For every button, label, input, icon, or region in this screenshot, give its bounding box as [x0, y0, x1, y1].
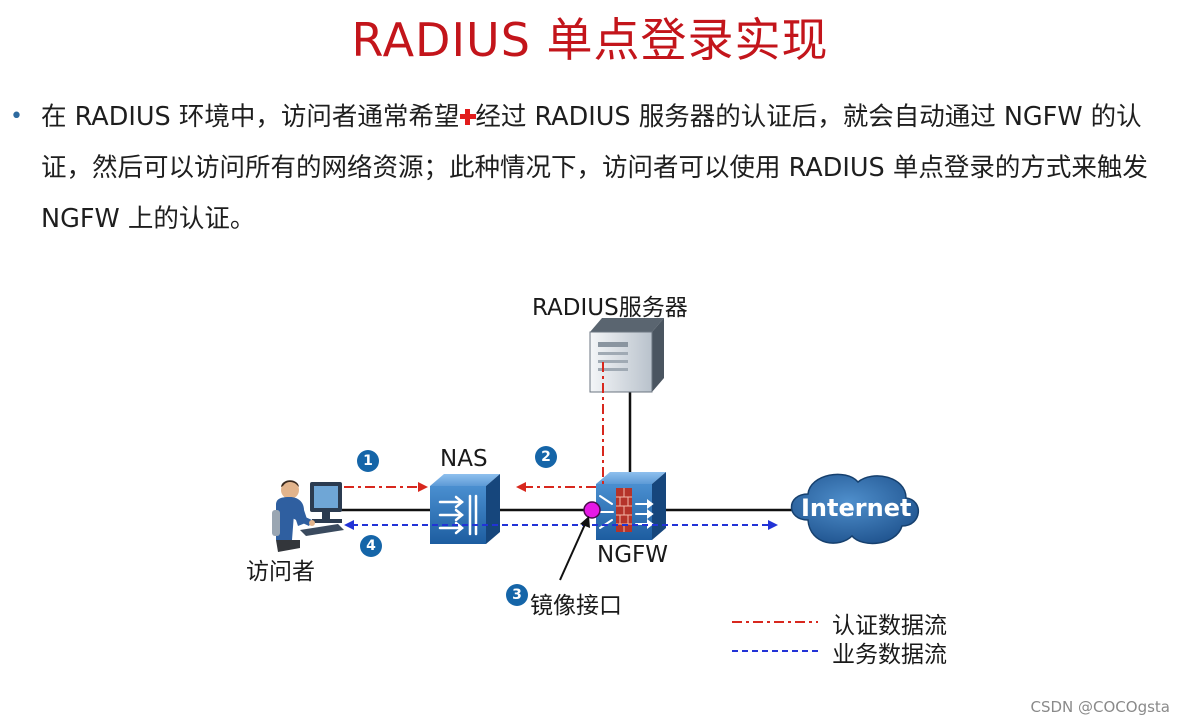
visitor-label: 访问者: [246, 559, 315, 585]
mirror-port-label: 镜像接口: [530, 593, 622, 619]
visitor-user-icon: [272, 480, 344, 552]
step-badge-3: 3: [506, 584, 528, 606]
ngfw-label: NGFW: [597, 542, 668, 568]
step-badge-2: 2: [535, 446, 557, 468]
network-links: [340, 384, 792, 512]
auth-arrowhead-2: [516, 482, 526, 492]
step-badge-4: 4: [360, 535, 382, 557]
service-arrowhead-right: [768, 520, 778, 530]
internet-label: Internet: [801, 494, 912, 522]
nas-device-icon: [430, 474, 500, 544]
ngfw-device-icon: [596, 472, 666, 540]
page-title: RADIUS 单点登录实现: [351, 13, 829, 67]
radius-server-icon: [589, 318, 664, 393]
service-arrowhead-left: [344, 520, 354, 530]
step-badge-1: 1: [357, 450, 379, 472]
red-cross-icon: [460, 109, 477, 125]
mirror-port-point: [583, 501, 601, 519]
auth-arrowhead-1: [418, 482, 428, 492]
internet-cloud-icon: [790, 473, 920, 545]
legend-service-label: 业务数据流: [832, 642, 947, 668]
nas-label: NAS: [440, 446, 488, 472]
bullet-icon: •: [10, 104, 23, 129]
auth-flow-lines: [344, 362, 604, 488]
radius-server-label: RADIUS服务器: [532, 295, 688, 321]
paragraph-part-1: 在 RADIUS 环境中，访问者通常希望: [41, 102, 460, 132]
mirror-port-pointer: [559, 521, 587, 581]
mirror-pointer-arrowhead: [580, 516, 590, 528]
legend-auth-label: 认证数据流: [832, 613, 947, 639]
watermark-text: CSDN @COCOgsta: [1030, 698, 1170, 716]
description-paragraph: 在 RADIUS 环境中，访问者通常希望经过 RADIUS 服务器的认证后，就会…: [41, 92, 1171, 245]
paragraph-part-2: 经过 RADIUS 服务器的认证后，就会自动通过 NGFW 的认证，然后可以访问…: [41, 102, 1148, 234]
